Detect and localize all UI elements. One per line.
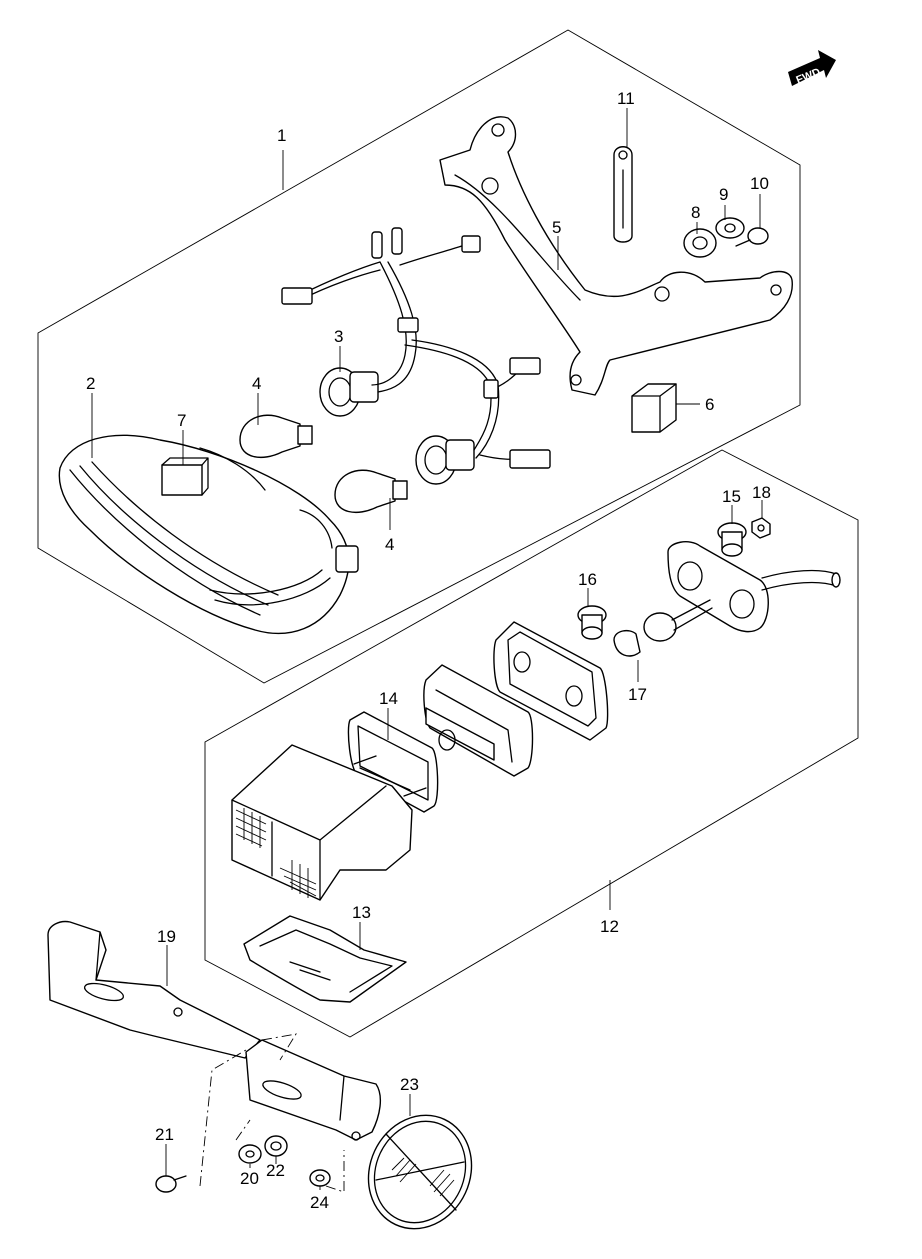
label-part-19: 19	[157, 927, 176, 946]
label-part-4-upper: 4	[252, 374, 261, 393]
label-part-20: 20	[240, 1169, 259, 1188]
wedge-bulb	[613, 629, 641, 657]
label-part-8: 8	[691, 203, 700, 222]
grommet-15	[717, 522, 747, 557]
license-bulb-socket	[643, 599, 713, 642]
bulb-socket-lower	[415, 435, 475, 485]
plate-bracket-lower	[245, 1039, 382, 1141]
label-part-6: 6	[705, 395, 714, 414]
wire-harness	[281, 227, 551, 469]
bulb-socket-upper	[319, 367, 379, 417]
label-part-5: 5	[552, 218, 561, 237]
label-part-15: 15	[722, 487, 741, 506]
frame-gasket	[347, 711, 439, 813]
license-lamp-base	[667, 541, 841, 633]
label-part-21: 21	[155, 1125, 174, 1144]
label-part-12: 12	[600, 917, 619, 936]
lamp-bracket	[439, 116, 793, 396]
nut-24	[309, 1169, 331, 1187]
nut-22	[264, 1135, 288, 1157]
reflector-pattern-left	[235, 808, 267, 848]
label-part-7: 7	[177, 411, 186, 430]
tail-lamp-housing	[58, 434, 359, 634]
label-part-2: 2	[86, 374, 95, 393]
label-part-24: 24	[310, 1193, 329, 1212]
washer	[715, 217, 745, 239]
part-labels: 1 2 3 4 4 5 6 7 8 9 10 11 12 13 14 15 16…	[86, 89, 771, 1212]
assembly-box-1	[37, 29, 801, 684]
bulb-upper	[239, 414, 313, 459]
lens-gasket	[493, 621, 609, 741]
washer-20	[238, 1144, 262, 1164]
rear-reflector	[367, 1114, 473, 1230]
license-lamp-housing	[231, 744, 427, 901]
cushion-block	[631, 383, 677, 433]
label-part-1: 1	[277, 126, 286, 145]
bulb-lower	[334, 469, 408, 514]
screw-21	[155, 1175, 187, 1193]
label-part-17: 17	[628, 685, 647, 704]
reflector-pattern-right	[279, 860, 317, 898]
label-part-22: 22	[266, 1161, 285, 1180]
license-lens-holder	[423, 664, 534, 777]
license-plate-cover	[243, 915, 407, 1003]
label-part-3: 3	[334, 327, 343, 346]
label-part-9: 9	[719, 185, 728, 204]
label-part-13: 13	[352, 903, 371, 922]
grommet-16	[577, 605, 607, 640]
label-part-11: 11	[617, 89, 635, 108]
nut-18	[751, 517, 771, 539]
label-part-14: 14	[379, 689, 398, 708]
plate-bracket-19	[47, 920, 261, 1059]
leader-lines	[91, 108, 763, 1190]
screw	[735, 227, 769, 247]
label-part-16: 16	[578, 570, 597, 589]
label-part-18: 18	[752, 483, 771, 502]
assembly-box-12	[204, 449, 859, 1038]
rubber-strap	[613, 146, 633, 243]
label-part-4-lower: 4	[385, 535, 394, 554]
forward-direction-arrow: FWD	[788, 50, 836, 87]
label-part-23: 23	[400, 1075, 419, 1094]
assembly-guide-lines	[199, 1033, 345, 1193]
grommet	[683, 228, 717, 258]
label-part-10: 10	[750, 174, 769, 193]
